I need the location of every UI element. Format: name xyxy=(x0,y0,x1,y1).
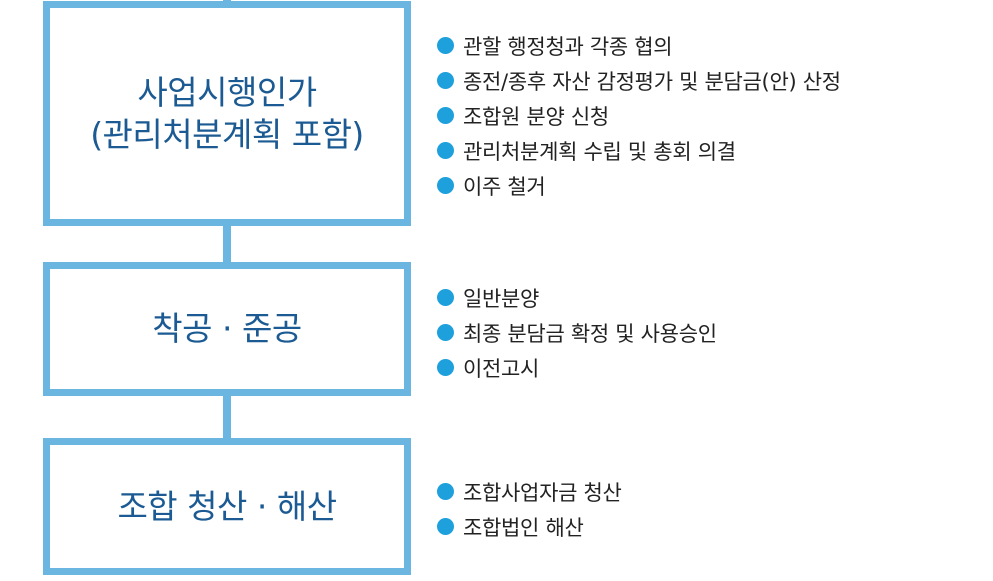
list-item: 조합사업자금 청산 xyxy=(437,474,622,509)
step-box-construction: 착공 · 준공 xyxy=(43,262,411,396)
list-item-label: 최종 분담금 확정 및 사용승인 xyxy=(463,321,717,346)
list-item: 이전고시 xyxy=(437,350,717,385)
list-item-label: 종전/종후 자산 감정평가 및 분담금(안) 산정 xyxy=(463,69,841,94)
step-title-liquidation: 조합 청산 · 해산 xyxy=(117,486,337,527)
list-item-label: 이주 철거 xyxy=(463,174,546,199)
step-title-line: 사업시행인가 xyxy=(137,73,317,113)
bullet-dot-icon xyxy=(437,37,454,54)
step-items-construction: 일반분양 최종 분담금 확정 및 사용승인 이전고시 xyxy=(437,280,717,385)
list-item-label: 관할 행정청과 각종 협의 xyxy=(463,34,673,59)
step-box-liquidation: 조합 청산 · 해산 xyxy=(43,438,411,575)
list-item-label: 이전고시 xyxy=(463,356,540,381)
bullet-dot-icon xyxy=(437,359,454,376)
bullet-dot-icon xyxy=(437,177,454,194)
list-item-label: 조합사업자금 청산 xyxy=(463,480,622,505)
step-items-liquidation: 조합사업자금 청산 조합법인 해산 xyxy=(437,474,622,544)
bullet-dot-icon xyxy=(437,107,454,124)
step-title-construction: 착공 · 준공 xyxy=(152,308,302,349)
step-box-approval: 사업시행인가 (관리처분계획 포함) xyxy=(43,1,411,226)
step-items-approval: 관할 행정청과 각종 협의 종전/종후 자산 감정평가 및 분담금(안) 산정 … xyxy=(437,28,841,203)
step-title-line: 착공 · 준공 xyxy=(152,309,302,349)
list-item-label: 일반분양 xyxy=(463,286,540,311)
step-title-line: 조합 청산 · 해산 xyxy=(117,486,337,526)
bullet-dot-icon xyxy=(437,142,454,159)
list-item: 관할 행정청과 각종 협의 xyxy=(437,28,841,63)
list-item-label: 조합법인 해산 xyxy=(463,515,584,540)
list-item: 관리처분계획 수립 및 총회 의결 xyxy=(437,133,841,168)
step-title-line: (관리처분계획 포함) xyxy=(90,114,364,154)
list-item-label: 관리처분계획 수립 및 총회 의결 xyxy=(463,139,736,164)
bullet-dot-icon xyxy=(437,324,454,341)
bullet-dot-icon xyxy=(437,483,454,500)
list-item: 종전/종후 자산 감정평가 및 분담금(안) 산정 xyxy=(437,63,841,98)
bullet-dot-icon xyxy=(437,289,454,306)
step-title-approval: 사업시행인가 (관리처분계획 포함) xyxy=(90,72,364,155)
connector-step2-step3 xyxy=(223,394,231,440)
connector-step1-step2 xyxy=(223,222,231,264)
bullet-dot-icon xyxy=(437,518,454,535)
list-item: 조합법인 해산 xyxy=(437,509,622,544)
list-item: 이주 철거 xyxy=(437,168,841,203)
list-item-label: 조합원 분양 신청 xyxy=(463,104,609,129)
list-item: 최종 분담금 확정 및 사용승인 xyxy=(437,315,717,350)
list-item: 일반분양 xyxy=(437,280,717,315)
bullet-dot-icon xyxy=(437,72,454,89)
list-item: 조합원 분양 신청 xyxy=(437,98,841,133)
